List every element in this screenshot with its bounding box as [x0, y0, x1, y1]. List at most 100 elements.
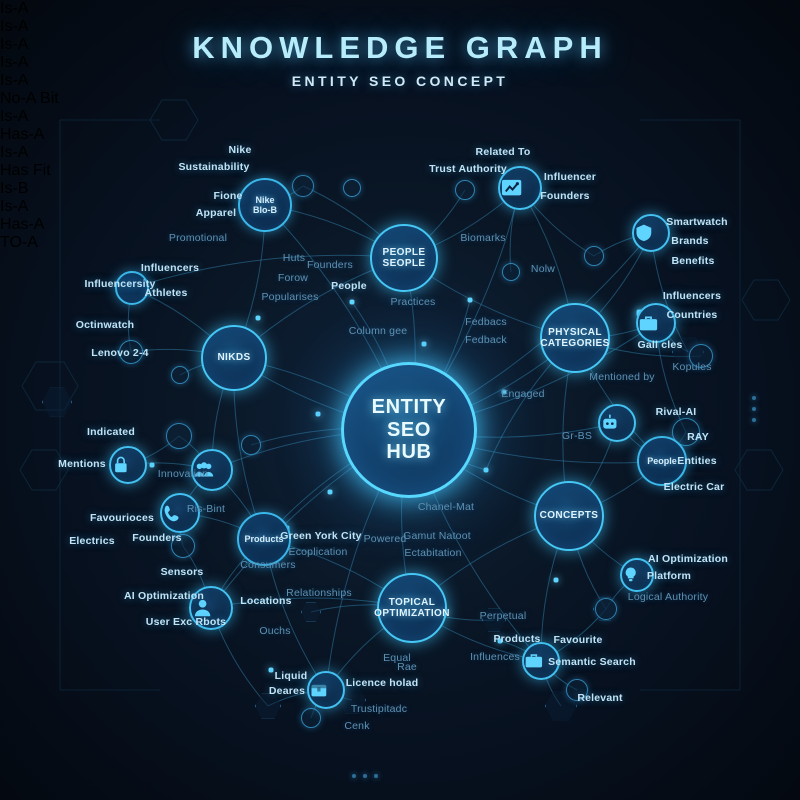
graph-edge-label: Ecoplication	[288, 546, 348, 558]
graph-edge-label: Is-B	[0, 180, 29, 197]
graph-edge-label: Relevant	[577, 692, 623, 704]
graph-node-products[interactable]: Products	[237, 512, 291, 566]
graph-node-label: Products	[244, 533, 284, 544]
graph-edge-label: Popularises	[261, 291, 319, 303]
user-icon	[191, 596, 231, 619]
graph-edge-label: RAY	[687, 431, 709, 443]
graph-edge-label: Forow	[277, 272, 309, 284]
graph-edge-label: Nike	[228, 144, 252, 156]
graph-node-locations-user[interactable]	[189, 586, 233, 630]
graph-edge-label: Practices	[390, 296, 436, 308]
graph-node-small[interactable]	[241, 435, 261, 455]
bottom-corner-dots	[352, 774, 378, 778]
graph-decor-hex	[255, 693, 281, 719]
graph-node-authority-chart[interactable]	[498, 166, 542, 210]
graph-decor-hex	[42, 387, 72, 417]
graph-connector-dot	[421, 341, 427, 347]
graph-edge-label: People	[331, 280, 367, 292]
graph-edge-label: Entities	[677, 455, 717, 467]
graph-node-smartwatch[interactable]	[632, 214, 670, 252]
graph-edge-label: Electrics	[69, 535, 115, 547]
graph-node-brands[interactable]: NIKDS	[201, 325, 267, 391]
graph-node-trust-box[interactable]	[307, 671, 345, 709]
graph-edge-label: Liquid	[274, 670, 308, 682]
robot-icon	[600, 413, 634, 433]
graph-node-label: People	[647, 455, 677, 466]
graph-edge-label: Influences	[470, 651, 520, 663]
graph-edge-label: Has-A	[0, 216, 45, 233]
graph-node-semantic-search[interactable]	[522, 642, 560, 680]
graph-edge-label: No-A Bit	[0, 90, 59, 107]
graph-edge-label: Mentioned by	[589, 371, 655, 383]
phone-icon	[162, 503, 198, 524]
graph-edge-label: Cenk	[344, 720, 370, 732]
graph-node-rav-ai[interactable]	[598, 404, 636, 442]
graph-connector-dot	[497, 638, 503, 644]
graph-edge-label: Indicated	[87, 426, 135, 438]
graph-edge-label: Has-A	[0, 126, 45, 143]
graph-edge-label: Gall cles	[637, 339, 683, 351]
graph-node-small[interactable]	[455, 180, 475, 200]
graph-node-small[interactable]	[595, 598, 617, 620]
graph-connector-dot	[553, 577, 559, 583]
graph-edge-label: Founders	[307, 259, 353, 271]
graph-node-influencers[interactable]	[636, 303, 676, 343]
graph-edge-label: Fione	[213, 190, 243, 202]
graph-edge-label: Electric Car	[663, 481, 725, 493]
graph-node-people-right[interactable]: People	[637, 436, 687, 486]
graph-edge-label: Ectabitation	[404, 547, 462, 559]
graph-edge-label: Nolw	[530, 263, 556, 275]
graph-edge-label: Products	[493, 633, 541, 645]
graph-edge-label: Promotional	[168, 232, 228, 244]
graph-edge-label: Powered	[363, 533, 407, 545]
graph-edge-label: Brands	[671, 235, 709, 247]
graph-node-small[interactable]	[502, 263, 520, 281]
graph-node-small[interactable]	[689, 344, 713, 368]
graph-node-small[interactable]	[166, 423, 192, 449]
right-corner-dots	[752, 396, 756, 422]
graph-edge-label: User Exc Rbots	[145, 616, 227, 628]
graph-node-small[interactable]	[301, 708, 321, 728]
graph-edge-label: Is-A	[0, 18, 29, 35]
graph-edge-label: Trustipitadc	[350, 703, 408, 715]
graph-node-small[interactable]	[171, 534, 195, 558]
graph-node-concepts[interactable]: CONCEPTS	[534, 481, 604, 551]
graph-node-small[interactable]	[584, 246, 604, 266]
graph-node-small[interactable]	[171, 366, 189, 384]
graph-edge-label: Green York City	[280, 530, 362, 542]
graph-node-small[interactable]	[566, 679, 588, 701]
graph-edge-label: Smartwatch	[666, 216, 728, 228]
graph-edge-label: Licence holad	[345, 677, 419, 689]
graph-edge-label: Biomarks	[460, 232, 506, 244]
box-icon	[309, 680, 343, 700]
graph-node-mentions-lock[interactable]	[109, 446, 147, 484]
page-subtitle: ENTITY SEO CONCEPT	[291, 73, 509, 89]
briefcase-icon	[524, 651, 558, 671]
graph-connector-dot	[483, 467, 489, 473]
page-title: KNOWLEDGE GRAPH	[192, 30, 608, 65]
graph-node-community[interactable]	[115, 271, 149, 305]
graph-node-founders-phone[interactable]	[160, 493, 200, 533]
graph-connector-dot	[255, 315, 261, 321]
graph-edge-label: Deares	[268, 685, 306, 697]
graph-node-ai-platform[interactable]	[620, 558, 654, 592]
graph-node-small[interactable]	[343, 179, 361, 197]
graph-node-small[interactable]	[119, 340, 143, 364]
graph-node-small[interactable]	[292, 175, 314, 197]
graph-edge-label: Influencers	[662, 290, 722, 302]
graph-edge-label: Semantic Search	[548, 656, 636, 668]
graph-edge-label: Is-A	[0, 108, 29, 125]
graph-node-label: NIKDS	[217, 352, 251, 364]
people-group-icon	[193, 459, 231, 481]
graph-node-audience-group[interactable]	[191, 449, 233, 491]
graph-node-small[interactable]	[672, 418, 700, 446]
